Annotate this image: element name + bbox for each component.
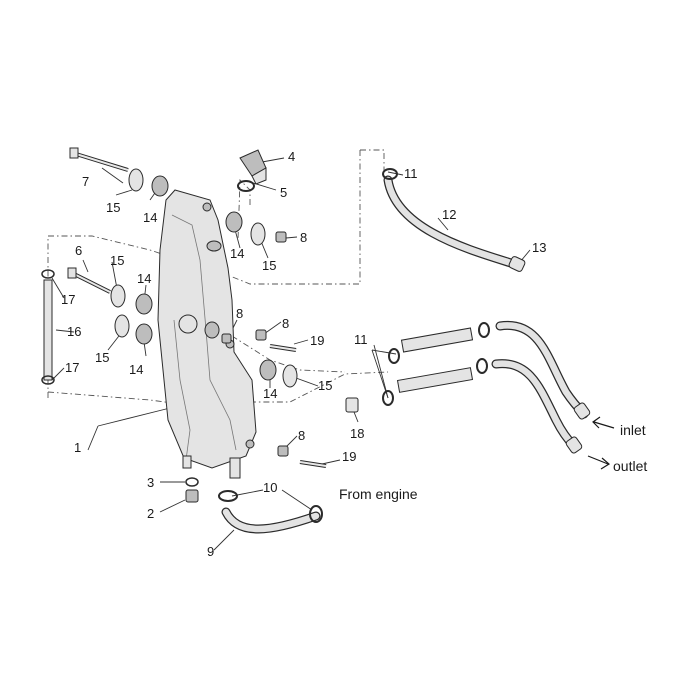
from-engine-label: From engine	[339, 486, 418, 502]
clamp-11-d	[476, 358, 488, 374]
callout-2: 2	[147, 506, 154, 521]
breather-tube	[43, 279, 53, 381]
grommet-14-b	[135, 293, 153, 315]
callout-3: 3	[147, 475, 154, 490]
clamp-10-a	[218, 490, 238, 502]
nut-8-d	[221, 333, 232, 344]
clamp-11-b	[382, 390, 394, 406]
callout-11b: 11	[354, 332, 368, 347]
washer-15-d	[250, 222, 266, 246]
return-hose	[221, 507, 321, 534]
inlet-fitting	[573, 402, 591, 420]
hose-straight-upper	[400, 327, 474, 353]
clamp-11-a	[388, 348, 400, 364]
callout-9: 9	[207, 544, 214, 559]
callout-4: 4	[288, 149, 295, 164]
nut-8-b	[255, 329, 267, 341]
nut-8-a	[275, 231, 287, 243]
outlet-label: outlet	[613, 458, 647, 474]
drain-washer	[185, 477, 199, 487]
callout-8b: 8	[236, 306, 243, 321]
o-ring	[237, 180, 255, 192]
bolt-long-upper	[69, 147, 129, 172]
callout-7: 7	[82, 174, 89, 189]
outlet-arrow	[587, 455, 611, 470]
callout-14a: 14	[143, 210, 157, 225]
clamp-10-b	[309, 505, 323, 523]
vent-fitting	[508, 256, 526, 272]
callout-1: 1	[74, 440, 81, 455]
callout-8c: 8	[282, 316, 289, 331]
screw-19-a	[269, 344, 297, 352]
callout-15e: 15	[318, 378, 332, 393]
callout-14c: 14	[129, 362, 143, 377]
washer-15-a	[128, 168, 144, 192]
hose-straight-lower	[396, 367, 474, 393]
washer-15-e	[282, 364, 298, 388]
vent-hose	[383, 175, 519, 269]
filler-cap	[239, 149, 267, 185]
washer-15-c	[114, 314, 130, 338]
grommet-14-e	[259, 359, 277, 381]
outlet-fitting	[565, 436, 583, 454]
callout-labels: 1 2 3 4 5 6 7 8 8 8 8 9 10 11 11 12 13 1…	[61, 149, 546, 559]
spacer-b	[204, 321, 220, 339]
callout-10: 10	[263, 480, 277, 495]
screw-19-b	[299, 460, 327, 468]
inlet-label: inlet	[620, 422, 646, 438]
callout-15b: 15	[110, 253, 124, 268]
drain-plug	[185, 489, 199, 503]
callout-6: 6	[75, 243, 82, 258]
callout-15c: 15	[95, 350, 109, 365]
callout-19b: 19	[342, 449, 356, 464]
callout-18: 18	[350, 426, 364, 441]
outlet-hose	[491, 359, 579, 451]
callout-14b: 14	[137, 271, 151, 286]
callout-8d: 8	[298, 428, 305, 443]
callout-16: 16	[67, 324, 81, 339]
clamp-11-c	[478, 322, 490, 338]
spacer-a	[178, 314, 198, 334]
grommet-14-d	[225, 211, 243, 233]
union-fitting	[345, 397, 359, 413]
grommet-14-c	[135, 323, 153, 345]
clamp-17-bottom	[41, 375, 55, 385]
leader-lines	[51, 157, 531, 551]
callout-13: 13	[532, 240, 546, 255]
washer-15-b	[110, 284, 126, 308]
callout-5: 5	[280, 185, 287, 200]
callout-17b: 17	[65, 360, 79, 375]
callout-15d: 15	[262, 258, 276, 273]
grommet-14-a	[151, 175, 169, 197]
callout-19a: 19	[310, 333, 324, 348]
callout-14d: 14	[230, 246, 244, 261]
clamp-17-top	[41, 269, 55, 279]
callout-17a: 17	[61, 292, 75, 307]
nut-8-c	[277, 445, 289, 457]
callout-12: 12	[442, 207, 456, 222]
callout-15a: 15	[106, 200, 120, 215]
inlet-arrow	[592, 416, 615, 429]
callout-11a: 11	[404, 166, 418, 181]
callout-14e: 14	[263, 386, 277, 401]
clamp-11-upper	[382, 168, 398, 180]
callout-8a: 8	[300, 230, 307, 245]
bolt-long-middle	[67, 267, 111, 294]
